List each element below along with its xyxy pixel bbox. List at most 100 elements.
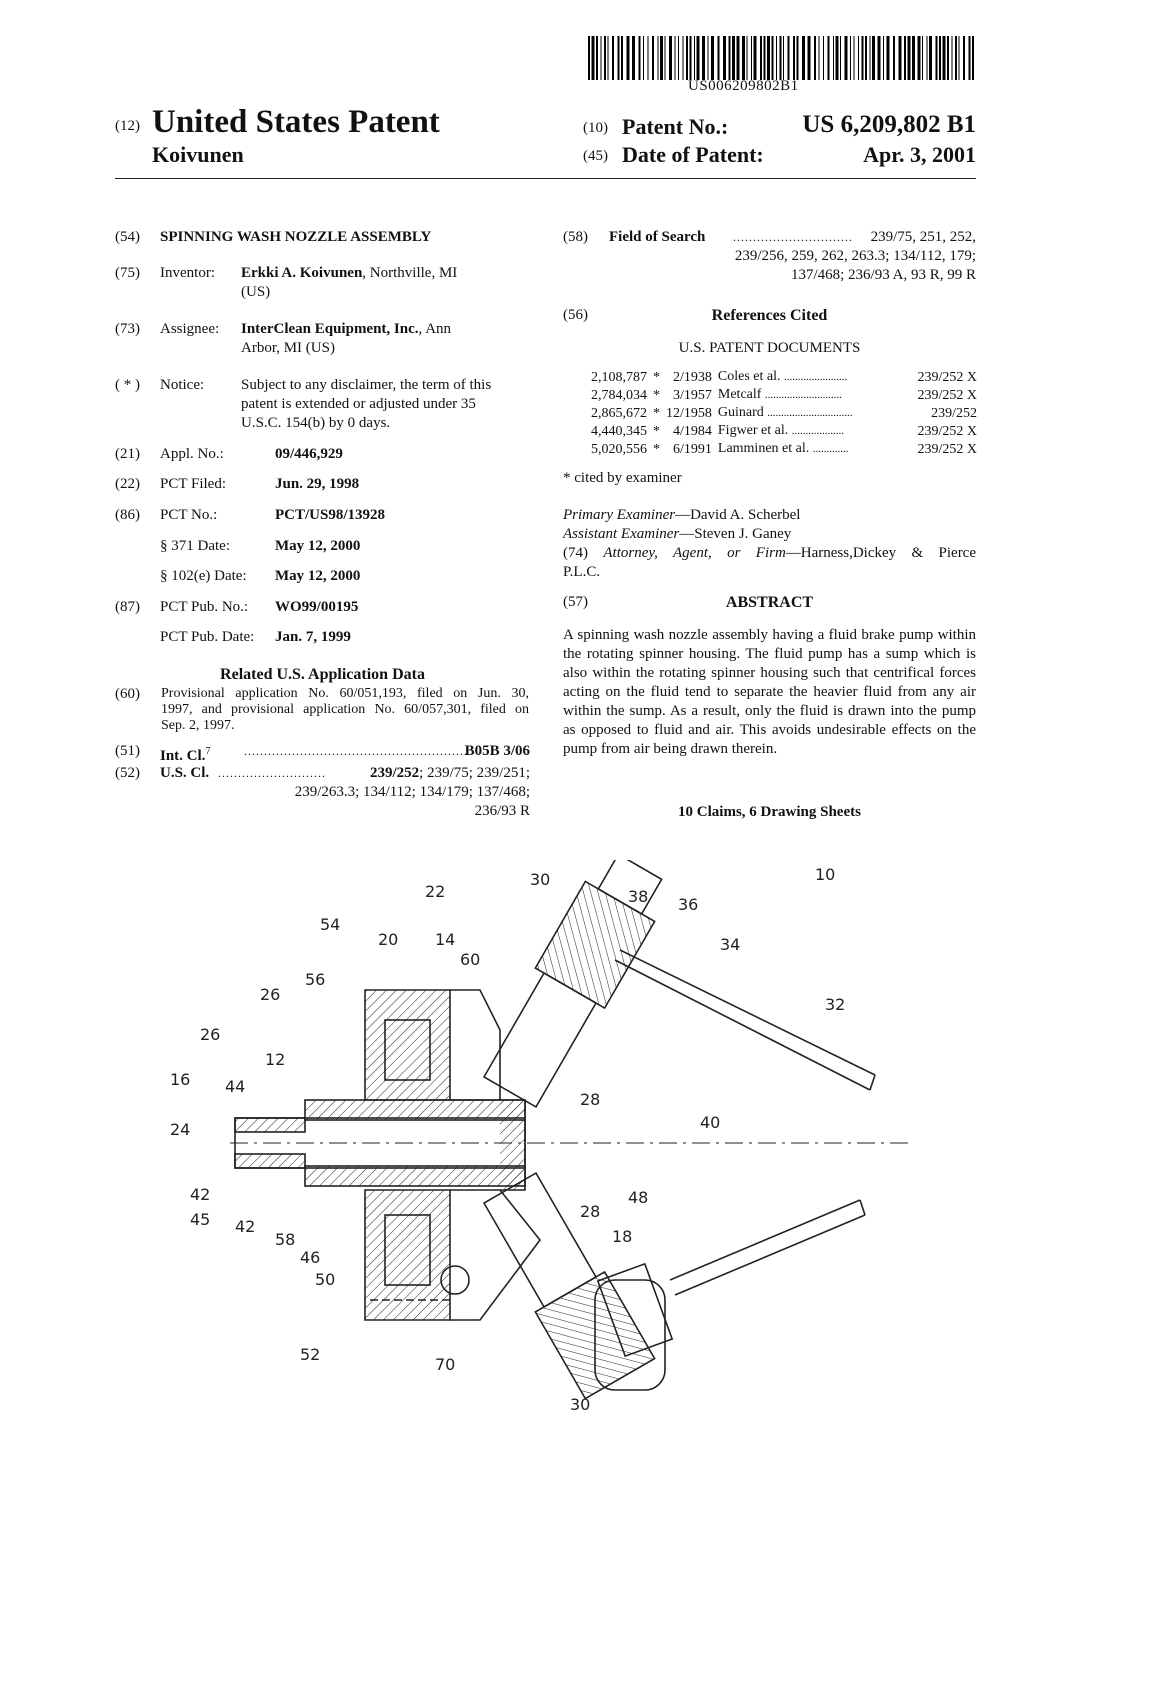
reference-numeral: 45 [190, 1210, 210, 1229]
reference-numeral: 40 [700, 1113, 720, 1132]
reference-numeral: 38 [628, 887, 648, 906]
inventor-label: Inventor: [160, 265, 215, 281]
barcode-bar [963, 36, 965, 80]
references-heading: References Cited [711, 307, 828, 324]
ref-star: * [653, 441, 660, 457]
ref-star: * [653, 405, 660, 421]
barcode-bar [696, 36, 700, 80]
barcode-bar [796, 36, 799, 80]
int-cl-value: B05B 3/06 [464, 743, 530, 759]
barcode-bar [669, 36, 672, 80]
ref-inventor: Coles et al. [717, 369, 781, 384]
barcode-bar [682, 36, 684, 80]
barcode-bar [612, 36, 614, 80]
leader-dots: ....................... [784, 371, 848, 383]
reference-numeral: 28 [580, 1202, 600, 1221]
code-12: (12) [115, 118, 140, 134]
ref-star: * [653, 369, 660, 385]
primary-examiner: —David A. Scherbel [675, 507, 801, 523]
ref-date: 12/1958 [666, 405, 712, 421]
reference-numeral: 42 [235, 1217, 255, 1236]
barcode-bar [939, 36, 941, 80]
appl-number: 09/446,929 [275, 446, 343, 462]
abstract-text: A spinning wash nozzle assembly having a… [563, 627, 976, 757]
barcode-bar [935, 36, 938, 80]
barcode-bar [865, 36, 867, 80]
code-52: (52) [115, 765, 140, 781]
reference-numeral: 42 [190, 1185, 210, 1204]
code-58: (58) [563, 229, 588, 245]
barcode-bar [736, 36, 740, 80]
barcode-bar [626, 36, 630, 80]
inventor-name: Erkki A. Koivunen [241, 265, 363, 281]
barcode-bar [840, 36, 841, 80]
barcode-bar [861, 36, 864, 80]
barcode-bar [760, 36, 762, 80]
barcode-bar [917, 36, 921, 80]
barcode-bar [763, 36, 766, 80]
int-cl-edition: 7 [205, 746, 211, 757]
barcode-bar [872, 36, 875, 80]
notice-text: Subject to any disclaimer, the term of t… [241, 376, 529, 433]
code-22: (22) [115, 476, 140, 492]
reference-numeral: 36 [678, 895, 698, 914]
barcode-bar [771, 36, 774, 80]
ref-class: 239/252 [931, 405, 977, 421]
barcode-graphic [588, 36, 974, 80]
barcode-bar [638, 36, 641, 80]
barcode-bar [776, 36, 777, 80]
barcode-bar [674, 36, 676, 80]
pct-pub-no-label: PCT Pub. No.: [160, 599, 249, 615]
reference-numeral: 44 [225, 1077, 245, 1096]
assignee-location: , Ann [418, 321, 452, 337]
header-divider [115, 178, 976, 179]
pct-pub-number: WO99/00195 [275, 599, 359, 615]
ref-number: 4,440,345 [591, 423, 647, 439]
barcode [588, 36, 976, 80]
barcode-bar [972, 36, 974, 80]
barcode-bar [632, 36, 635, 80]
barcode-bar [929, 36, 932, 80]
us-cl-line: 239/263.3; 134/112; 134/179; 137/468; [294, 784, 530, 800]
leader-dots: ............................ [764, 389, 842, 401]
us-cl-label: U.S. Cl. [160, 765, 210, 781]
ref-date: 2/1938 [673, 369, 712, 385]
nozzle-assembly-figure: 1012141618202224262628283030323436384042… [170, 853, 910, 1414]
barcode-bar [728, 36, 731, 80]
code-73: (73) [115, 321, 140, 337]
barcode-bar [686, 36, 688, 80]
barcode-bar [926, 36, 928, 80]
claims-summary: 10 Claims, 6 Drawing Sheets [678, 804, 861, 820]
reference-numeral: 26 [260, 985, 280, 1004]
reference-numeral: 30 [570, 1395, 590, 1414]
reference-numeral: 22 [425, 882, 445, 901]
ref-number: 5,020,556 [591, 441, 647, 457]
reference-numeral: 16 [170, 1070, 190, 1089]
assignee-location-2: Arbor, MI (US) [241, 340, 335, 356]
ref-name: Metcalf ............................ [715, 386, 915, 404]
ref-name: Figwer et al. ................... [715, 422, 915, 440]
ref-class: 239/252 X [917, 387, 978, 403]
reference-numeral: 14 [435, 930, 455, 949]
ref-inventor: Figwer et al. [717, 423, 789, 438]
related-heading: Related U.S. Application Data [220, 666, 425, 683]
ref-inventor: Lamminen et al. [717, 441, 810, 456]
code-86: (86) [115, 507, 140, 523]
barcode-bar [787, 36, 790, 80]
code-notice: ( * ) [115, 377, 140, 393]
int-cl-label: Int. Cl. [160, 748, 206, 764]
barcode-bar [732, 36, 735, 80]
reference-numeral: 48 [628, 1188, 648, 1207]
ref-number: 2,865,672 [591, 405, 647, 421]
pct-pub-date-label: PCT Pub. Date: [160, 629, 255, 645]
barcode-bar [853, 36, 855, 80]
barcode-bar [607, 36, 609, 80]
ref-class: 239/252 X [917, 423, 978, 439]
abstract-heading: ABSTRACT [725, 594, 814, 611]
ref-date: 6/1991 [673, 441, 712, 457]
assistant-examiner-label: Assistant Examiner [563, 526, 680, 542]
barcode-bar [869, 36, 871, 80]
us-cl-primary: 239/252 [369, 765, 420, 781]
reference-numeral: 26 [200, 1025, 220, 1044]
